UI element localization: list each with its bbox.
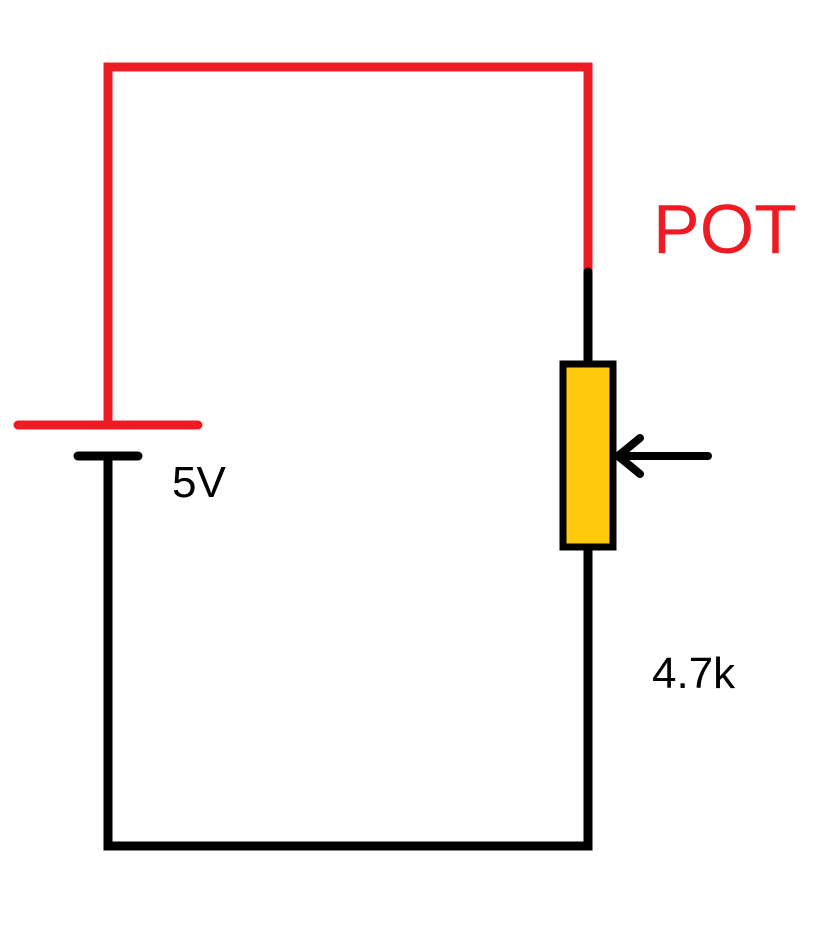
wiper-arrow-icon [611, 434, 712, 478]
negative-wire [103, 451, 593, 851]
battery-voltage-label: 5V [172, 458, 226, 507]
pot-label: POT [653, 190, 797, 268]
pot-resistance-label: 4.7k [652, 649, 736, 698]
battery-symbol-icon [13, 420, 203, 461]
wiper-arrowhead [611, 434, 644, 478]
positive-wire [103, 62, 593, 430]
pot-body [559, 360, 617, 551]
potentiometer-symbol-icon [559, 360, 617, 551]
